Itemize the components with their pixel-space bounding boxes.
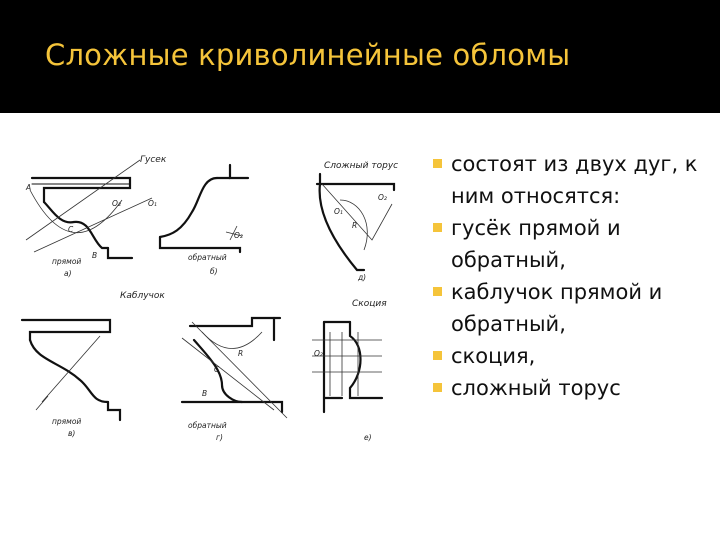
diagram-slozhny-torus bbox=[315, 172, 396, 272]
label-b-obratny: обратный bbox=[188, 253, 227, 262]
bullet-square-icon bbox=[433, 159, 442, 168]
diagram-kabluchok-pryamoy bbox=[20, 318, 122, 422]
point-o2-1: O₂ bbox=[112, 199, 121, 208]
point-r-5: R bbox=[238, 349, 243, 358]
bullet-text: сложный торус bbox=[451, 376, 621, 400]
point-o1-1: O₁ bbox=[148, 199, 157, 208]
bullet-text: состоят из двух дуг, к ним относятся: bbox=[451, 152, 698, 208]
caption-kabluchok: Каблучок bbox=[120, 291, 165, 301]
bullet-item: состоят из двух дуг, к ним относятся: bbox=[433, 148, 718, 212]
diagram-gusek-pryamoy bbox=[30, 176, 134, 260]
bullet-text: скоция, bbox=[451, 344, 536, 368]
bullet-item: сложный торус bbox=[433, 372, 718, 404]
point-c-5: C bbox=[214, 365, 220, 374]
bullet-text: гусёк прямой и обратный, bbox=[451, 216, 621, 272]
caption-torus: Сложный торус bbox=[324, 161, 398, 171]
label-e-letter: е) bbox=[364, 433, 372, 442]
point-o2-6: O₂ bbox=[314, 349, 323, 358]
bullet-square-icon bbox=[433, 351, 442, 360]
label-d-letter: д) bbox=[357, 273, 366, 282]
moldings-diagram: Гусек Сложный торус Каблучок Скоция прям… bbox=[20, 155, 398, 442]
moldings-figure: Гусек Сложный торус Каблучок Скоция прям… bbox=[12, 140, 417, 460]
bullet-text: каблучок прямой и обратный, bbox=[451, 280, 663, 336]
point-b-1: B bbox=[92, 251, 97, 260]
point-o2-2: O₂ bbox=[234, 231, 243, 240]
point-o2-3: O₂ bbox=[378, 193, 387, 202]
caption-gusek: Гусек bbox=[140, 155, 167, 165]
label-g-obratny: обратный bbox=[188, 421, 227, 430]
bullet-item: каблучок прямой и обратный, bbox=[433, 276, 718, 340]
slide-title: Сложные криволинейные обломы bbox=[45, 38, 571, 72]
bullet-square-icon bbox=[433, 383, 442, 392]
label-a-pryamoy: прямой bbox=[52, 257, 81, 266]
point-c-1: C bbox=[68, 225, 74, 234]
bullet-item: скоция, bbox=[433, 340, 718, 372]
title-bar: Сложные криволинейные обломы bbox=[0, 0, 720, 113]
diagram-skotsiya bbox=[322, 320, 384, 414]
bullet-item: гусёк прямой и обратный, bbox=[433, 212, 718, 276]
label-a-letter: а) bbox=[64, 269, 72, 278]
label-v-pryamoy: прямой bbox=[52, 417, 81, 426]
point-o1-3: O₁ bbox=[334, 207, 343, 216]
label-g-letter: г) bbox=[216, 433, 223, 442]
diagram-kabluchok-obratny bbox=[180, 316, 284, 414]
point-b-5: B bbox=[202, 389, 207, 398]
caption-skotsiya: Скоция bbox=[352, 299, 387, 309]
bullet-square-icon bbox=[433, 223, 442, 232]
bullet-square-icon bbox=[433, 287, 442, 296]
label-b-letter: б) bbox=[210, 267, 218, 276]
point-a-1: A bbox=[25, 183, 31, 192]
diagram-gusek-obratny bbox=[158, 163, 250, 254]
label-v-letter: в) bbox=[68, 429, 75, 438]
bullet-list: состоят из двух дуг, к ним относятся: гу… bbox=[433, 148, 718, 404]
point-r-3: R bbox=[352, 221, 357, 230]
